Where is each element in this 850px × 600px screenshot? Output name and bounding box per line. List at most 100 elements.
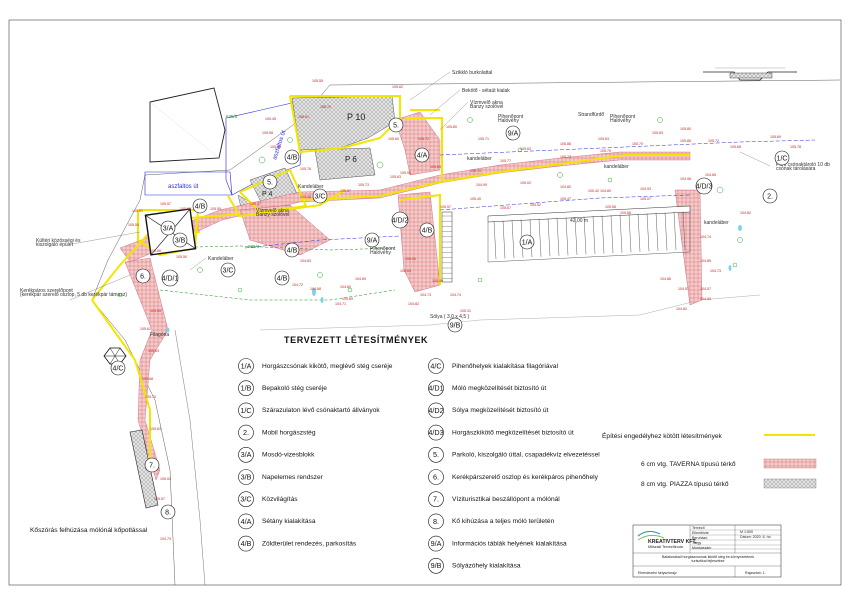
code-marker: 2. (762, 188, 778, 204)
code-marker: 3/C (220, 262, 236, 278)
label-p4: P 4 (262, 191, 272, 198)
code-marker: 8. (160, 504, 176, 520)
legend-key: Építési engedélyhez kötött létesítmények… (602, 431, 817, 489)
label-p6: P 6 (345, 155, 357, 164)
elevation-label: 104.57 (678, 287, 689, 291)
code-label: 4/A (417, 152, 428, 159)
pier-1a (487, 205, 691, 263)
code-marker: 1/C (774, 150, 790, 166)
elevation-label: 105.71 (478, 137, 489, 141)
legend-code: 3/B (241, 472, 252, 481)
code-marker: 3/B (172, 232, 188, 248)
code-label: 4/D/3 (696, 183, 713, 190)
legend-text: Pihenőhelyek kialakítása filagóriával (452, 363, 558, 370)
elevation-label: 105.63 (520, 147, 531, 151)
elevation-label: 105.54 (400, 171, 411, 175)
legend-text: Móló megközelítését biztosító út (452, 385, 546, 392)
section-detail (703, 67, 797, 81)
elevation-label: 105.72 (708, 139, 719, 143)
legend-item: 9/A Információs táblák helyének kialakítá… (428, 535, 567, 552)
code-label: 1/C (777, 155, 788, 162)
elevation-label: 105.66 (150, 249, 161, 253)
code-marker: 4/D/2 (392, 211, 408, 229)
code-marker: 4/B (274, 270, 290, 286)
code-label: 4/B (277, 275, 288, 282)
elevation-label: 104.85 (705, 173, 716, 177)
elevation-label: 104.96 (680, 177, 691, 181)
legend-code: 4/B (241, 539, 252, 548)
code-marker: 5. (388, 117, 404, 133)
legend-text: Információs táblák helyének kialakítása (452, 540, 567, 547)
elevation-label: 104.99 (476, 183, 487, 187)
legend-code: 9/A (431, 539, 442, 548)
elevation-label: 105.61 (140, 327, 151, 331)
site-boundary (91, 79, 841, 301)
legend-code: 4/D2 (428, 406, 443, 415)
callout-kand1: kandeláber (467, 156, 492, 162)
asphalt-road-left (144, 171, 233, 196)
elevation-label: 104.69 (355, 277, 366, 281)
elevation-label: 105.83 (652, 131, 663, 135)
elevation-label: 105.76 (300, 167, 311, 171)
trees (117, 117, 743, 298)
callout-kand4: Kandeláber (298, 184, 324, 190)
elevation-label: 105.47 (560, 197, 571, 201)
tb-date: Dátum: 2020. 6. hó (740, 535, 771, 539)
legend-text: Mosdó-vizesblokk (262, 452, 315, 459)
elevation-label: 105.60 (388, 137, 399, 141)
elevation-label: 104.73 (710, 269, 721, 273)
elevation-label: 105.50 (176, 255, 187, 259)
mole-7 (129, 429, 159, 509)
legend-code: 8. (433, 517, 439, 526)
callout-drag-rope: Kőszórás felhúzása mólónál kőpotlással (30, 527, 148, 534)
tb-row: Munkaszám (692, 546, 711, 550)
tb-project: Balatonakali horgászcsónak kikötő stég é… (662, 555, 754, 563)
code-label: 3/A (163, 225, 174, 232)
code-marker: 4/D/1 (162, 269, 178, 287)
legend-title: TERVEZETT LÉTESÍTMÉNYEK (284, 335, 428, 345)
callout-kand3: kandeláber (704, 220, 729, 226)
code-marker: 4/B (284, 242, 300, 258)
elevation-label: 105.42 (588, 189, 599, 193)
elevation-label: 105.31 (460, 309, 471, 313)
parking-p6 (314, 147, 376, 181)
callout-pier-len: 42,00 m (570, 218, 588, 224)
callout-kand2: kandeláber (604, 164, 629, 170)
code-label: 7. (149, 462, 155, 469)
elevation-label: 104.82 (676, 307, 687, 311)
elevation-label: 104.69 (342, 297, 353, 301)
legend-text: Sólya megközelítését biztosító út (452, 407, 549, 414)
elevation-label: 105.63 (390, 175, 401, 179)
elevation-label: 105.63 (598, 137, 609, 141)
elevation-label: 104.68 (310, 287, 321, 291)
elevation-label: 105.55 (150, 309, 161, 313)
tb-row: Ellenőrizte (692, 531, 709, 535)
code-label: 4/B (195, 203, 206, 210)
elevation-label: 105.80 (680, 127, 691, 131)
legend-text: Parkoló, kiszolgáló úttal, csapadékvíz e… (452, 452, 600, 459)
code-label: 1/A (522, 239, 533, 246)
elevation-label: 105.72 (418, 137, 429, 141)
elevation-label: 105.50 (405, 257, 416, 261)
legend-item: 4/D1 Móló megközelítését biztosító út (428, 380, 546, 397)
tb-row: Beruházó (692, 536, 707, 540)
legend-code: 4/D1 (428, 384, 443, 393)
legend-code: 9/B (431, 561, 442, 570)
elevation-label: 104.80 (340, 285, 351, 289)
elevation-label: 104.72 (292, 283, 303, 287)
code-label: 4/C (113, 365, 124, 372)
water-marks (166, 225, 742, 333)
legend-code: 3/C (240, 495, 251, 504)
elevation-label: 105.69 (430, 165, 441, 169)
legend-code: 6. (433, 472, 439, 481)
elevation-label: 105.80 (446, 125, 457, 129)
callout-street-light: Strandfürdő (578, 112, 604, 118)
